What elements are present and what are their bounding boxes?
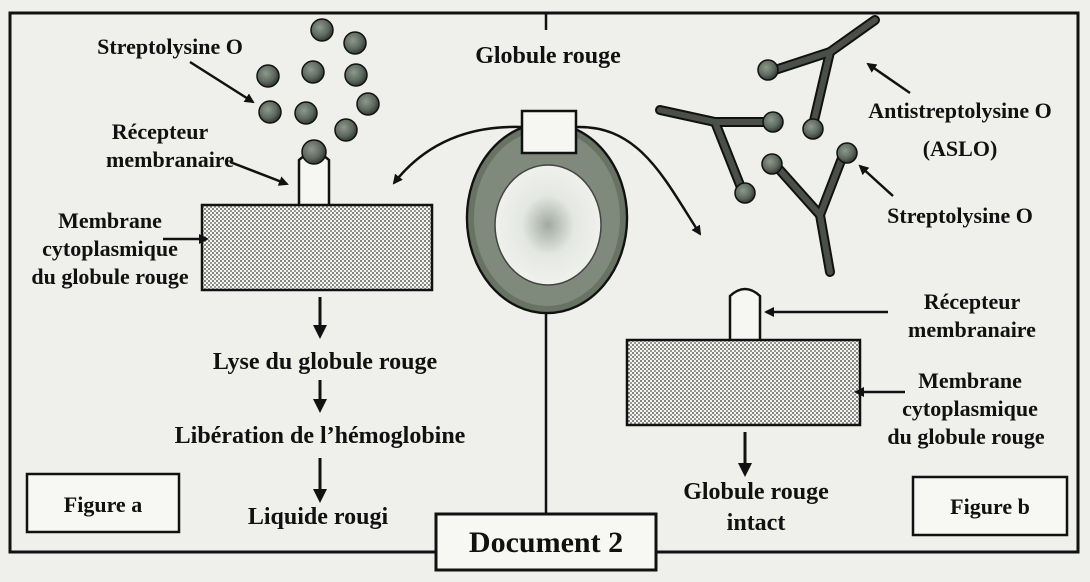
- arrow-streptolysine-a: [189, 60, 255, 104]
- recepteur-label-a-line2: membranaire: [106, 147, 234, 172]
- step-liberation: Libération de l’hémoglobine: [175, 423, 466, 449]
- toxin-ball: [344, 63, 368, 87]
- bound-toxin-ball: [836, 142, 858, 164]
- red-blood-cell: [465, 109, 629, 315]
- step-lyse: Lyse du globule rouge: [213, 349, 438, 375]
- toxin-ball: [294, 101, 318, 125]
- toxin-ball: [258, 100, 282, 124]
- aslo-label-line1: Antistreptolysine O: [868, 98, 1052, 123]
- arrow-recepteur-a: [229, 160, 289, 186]
- bound-toxin-ball: [761, 153, 783, 175]
- membrane-label-a-line3: du globule rouge: [31, 264, 189, 289]
- antibody: [770, 15, 880, 130]
- bound-toxin-ball: [802, 118, 824, 140]
- toxin-ball: [343, 31, 367, 55]
- document-title-box: [434, 512, 658, 572]
- toxin-ball: [334, 118, 358, 142]
- result-b-line2: intact: [727, 510, 786, 536]
- recepteur-label-b-line1: Récepteur: [924, 289, 1021, 314]
- toxin-ball: [310, 18, 334, 42]
- aslo-label-line2: (ASLO): [923, 136, 998, 161]
- membrane-b: [625, 338, 862, 427]
- globule-rouge-label: Globule rouge: [475, 43, 621, 69]
- receptor-b: [728, 287, 762, 340]
- receptor-a: [297, 139, 331, 205]
- arrow-to-figure-b: [575, 125, 702, 236]
- membrane-label-a-line2: cytoplasmique: [42, 236, 178, 261]
- bound-toxin-ball: [734, 182, 756, 204]
- arrow-streptolysine-b: [858, 164, 894, 197]
- toxin-ball: [356, 92, 380, 116]
- figure-b-box: [911, 475, 1069, 537]
- antibody: [655, 105, 773, 195]
- toxin-ball: [301, 60, 325, 84]
- bound-toxin-ball: [762, 111, 784, 133]
- arrow-aslo: [866, 62, 911, 95]
- membrane-label-b-line1: Membrane: [918, 368, 1022, 393]
- antibody: [773, 153, 847, 277]
- membrane-label-b-line2: cytoplasmique: [902, 396, 1038, 421]
- figure-a-box: [25, 472, 181, 534]
- cell-center: [494, 164, 602, 286]
- recepteur-label-a-line1: Récepteur: [112, 119, 209, 144]
- membrane-label-b-line3: du globule rouge: [887, 424, 1045, 449]
- arrow-to-figure-a: [392, 125, 523, 185]
- membrane-a: [200, 203, 434, 292]
- aslo-antibodies: [655, 15, 880, 277]
- toxin-ball: [256, 64, 280, 88]
- membrane-label-a-line1: Membrane: [58, 208, 162, 233]
- bound-toxin-ball: [757, 59, 779, 81]
- streptolysine-label-b: Streptolysine O: [887, 203, 1033, 228]
- streptolysine-label-a: Streptolysine O: [97, 34, 243, 59]
- result-b-line1: Globule rouge: [683, 479, 829, 505]
- bound-toxin-ball: [301, 139, 327, 165]
- figure-b-caption: Figure b: [950, 494, 1030, 519]
- recepteur-label-b-line2: membranaire: [908, 317, 1036, 342]
- streptolysine-molecules-a: [256, 18, 380, 142]
- membrane-window: [520, 109, 578, 155]
- step-liquide: Liquide rougi: [248, 504, 389, 530]
- figure-a-caption: Figure a: [64, 492, 142, 517]
- document-title: Document 2: [469, 526, 623, 559]
